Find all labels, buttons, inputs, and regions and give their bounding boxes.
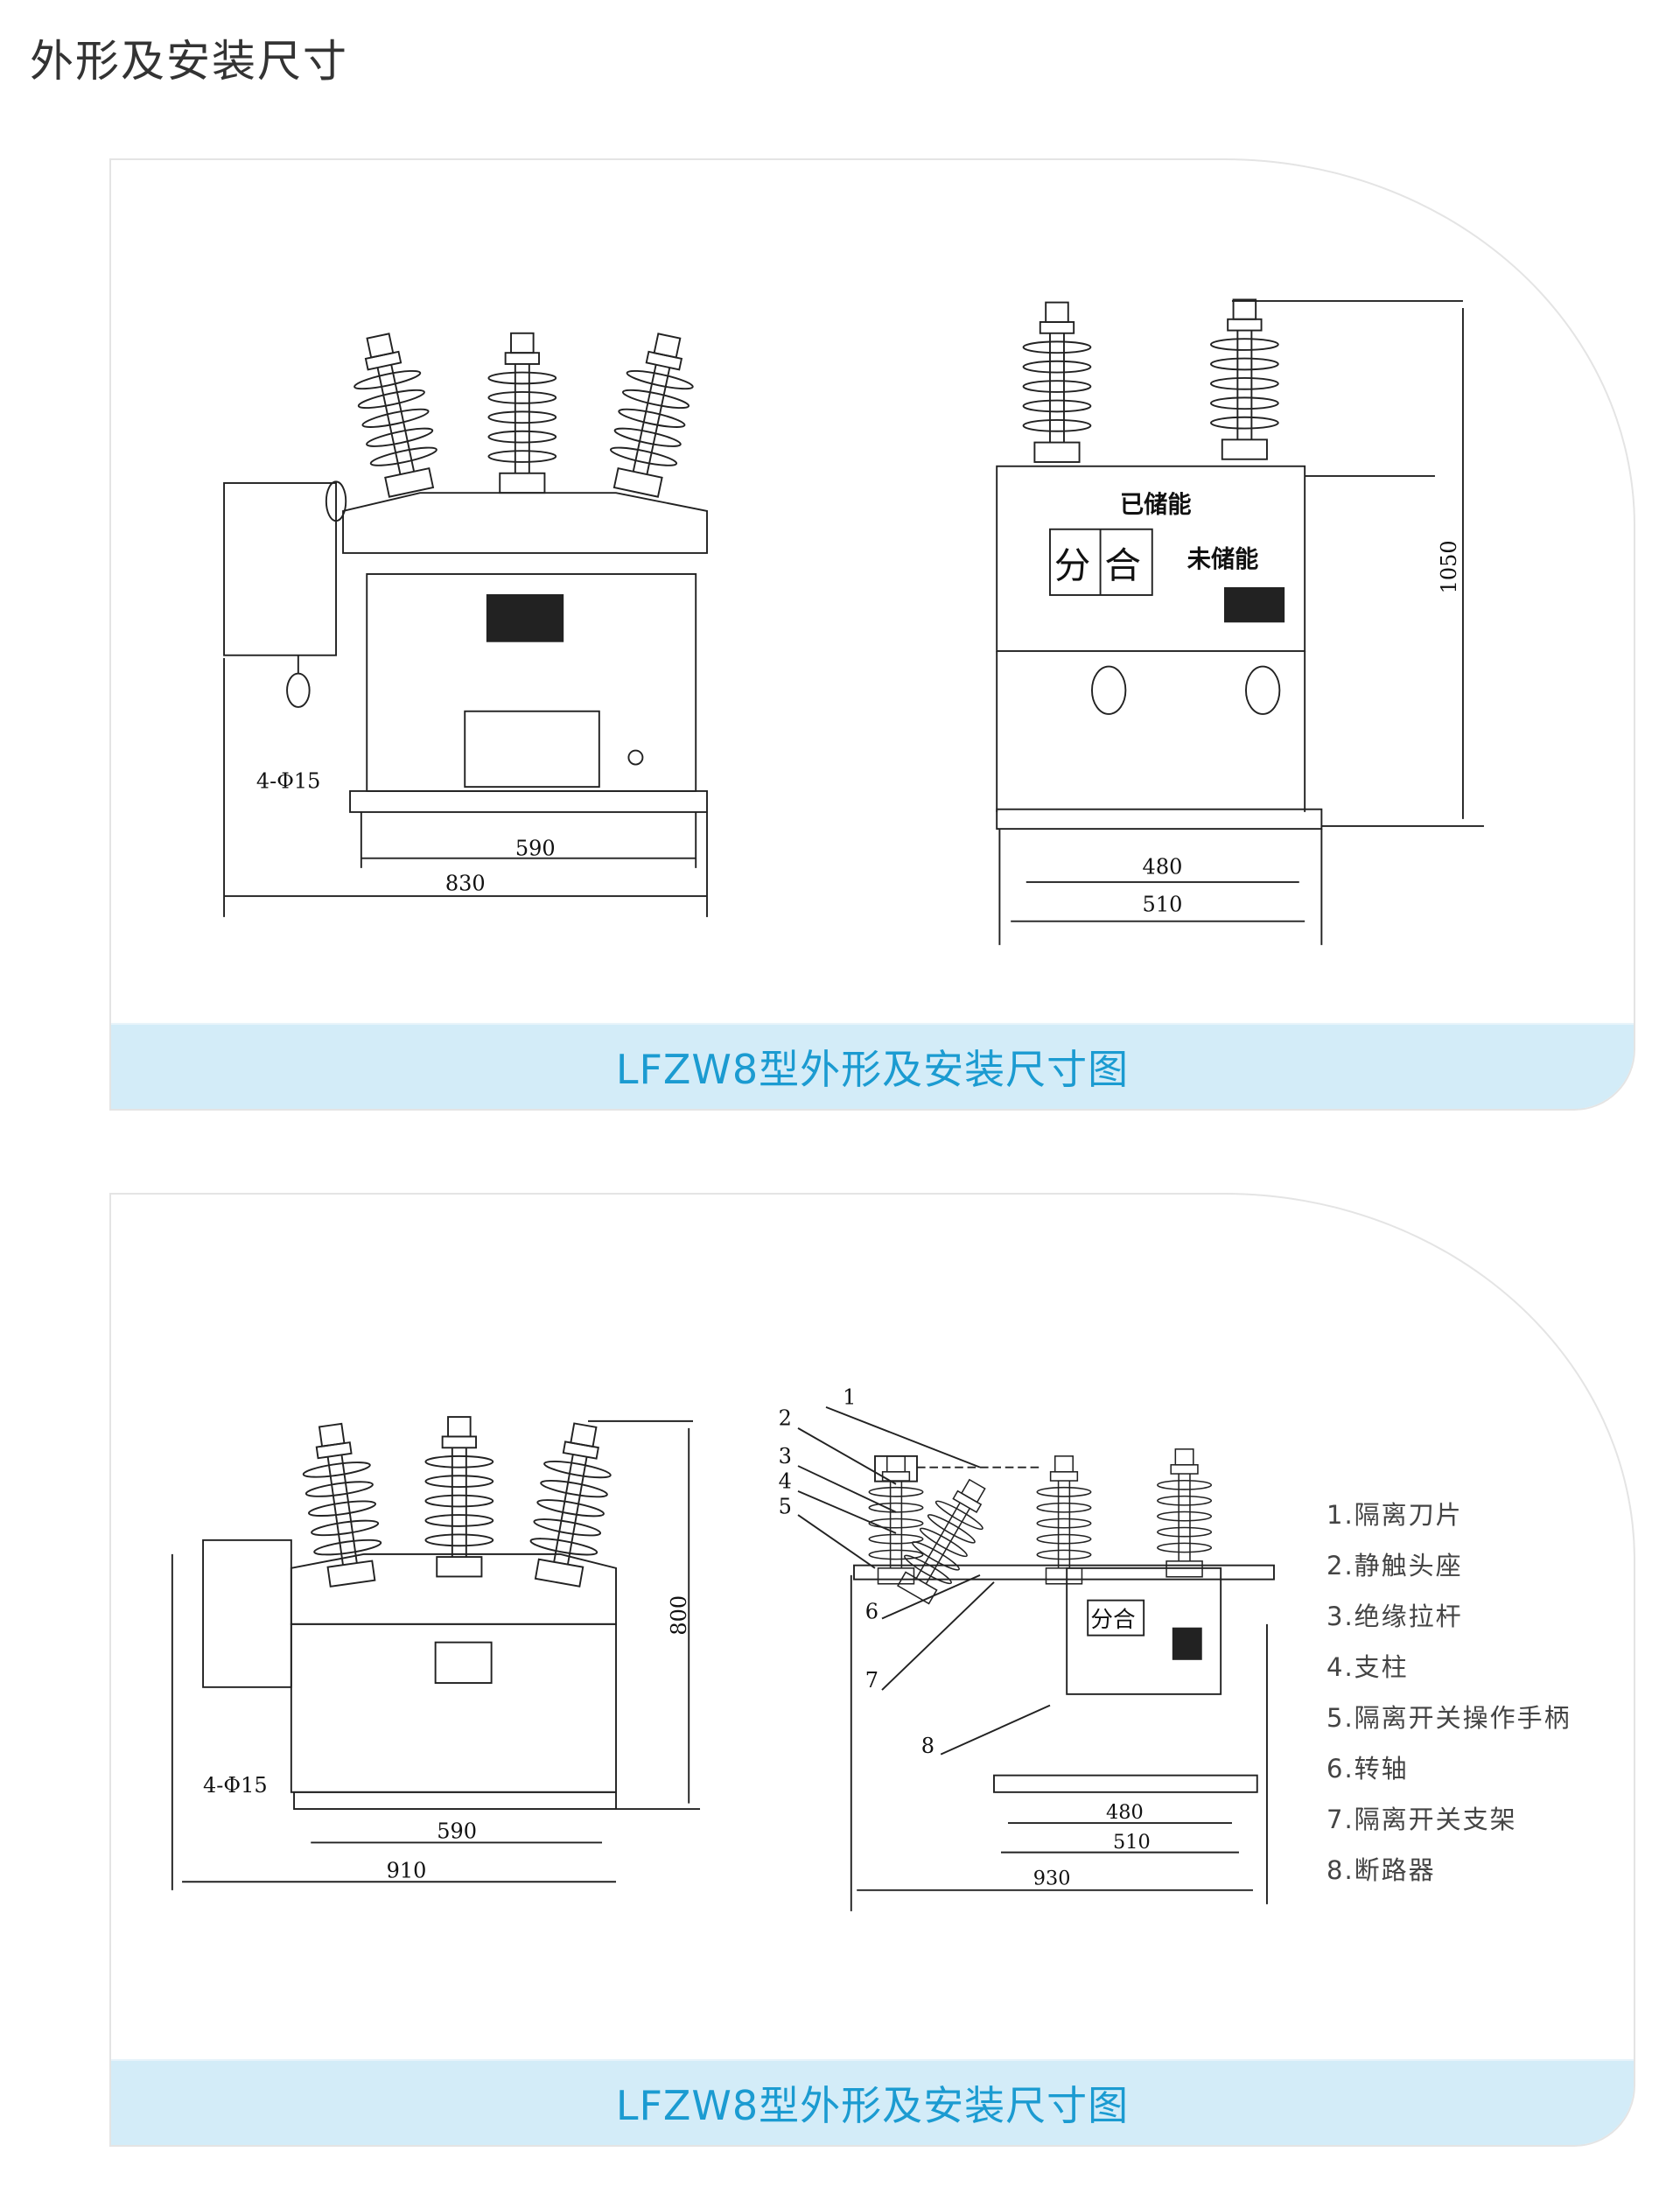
legend-item: 1.隔离刀片 (1326, 1500, 1463, 1530)
caption-band: LFZW8型外形及安装尺寸图 (111, 1023, 1634, 1109)
dim-label: 510 (1113, 1831, 1151, 1854)
dim-label: 510 (1143, 893, 1183, 917)
dim-label: 800 (667, 1595, 691, 1636)
open-indicator: 分 (1054, 544, 1091, 587)
hole-label: 4-Φ15 (256, 769, 321, 794)
legend-item: 4.支柱 (1326, 1652, 1409, 1682)
legend-item: 6.转轴 (1326, 1754, 1409, 1784)
dim-label: 910 (387, 1858, 427, 1882)
indicator-label: 分合 (1090, 1607, 1135, 1633)
close-indicator: 合 (1104, 544, 1141, 587)
figure-card-1: LFZW8型外形及安装尺寸图 (109, 158, 1635, 1111)
callout-4: 4 (779, 1469, 792, 1494)
hole-label: 4-Φ15 (203, 1773, 268, 1798)
uncharged-label: 未储能 (1187, 545, 1259, 573)
side-view-1: 已储能 未储能 分 合 1050 480 510 (996, 298, 1484, 945)
dim-label: 480 (1143, 854, 1183, 879)
callout-7: 7 (865, 1668, 878, 1693)
dim-label: 480 (1106, 1801, 1144, 1824)
callout-2: 2 (779, 1406, 792, 1431)
front-view-2: 4-Φ15 590 910 800 (171, 1416, 701, 1890)
figure-caption: LFZW8型外形及安装尺寸图 (615, 1046, 1130, 1093)
figure-card-2: LFZW8型外形及安装尺寸图 (109, 1193, 1635, 2147)
page-title: 外形及安装尺寸 (30, 36, 348, 87)
charged-label: 已储能 (1120, 491, 1192, 519)
dim-label: 590 (515, 837, 556, 861)
legend-item: 2.静触头座 (1326, 1551, 1463, 1581)
parts-legend: 1.隔离刀片 2.静触头座 3.绝缘拉杆 4.支柱 5.隔离开关操作手柄 6.转… (1326, 1495, 1572, 1901)
callout-3: 3 (779, 1444, 792, 1469)
legend-item: 7.隔离开关支架 (1326, 1805, 1517, 1834)
legend-item: 8.断路器 (1326, 1855, 1436, 1885)
caption-band: LFZW8型外形及安装尺寸图 (111, 2059, 1634, 2145)
callout-1: 1 (843, 1385, 856, 1410)
side-view-2: 1 2 3 4 5 6 7 8 分合 480 510 930 (779, 1385, 1275, 1911)
front-view-1: 4-Φ15 590 830 (223, 328, 708, 917)
callout-5: 5 (779, 1494, 792, 1518)
figure-caption: LFZW8型外形及安装尺寸图 (615, 2082, 1130, 2129)
legend-item: 5.隔离开关操作手柄 (1326, 1703, 1572, 1733)
dim-label: 1050 (1437, 540, 1461, 593)
dim-label: 930 (1033, 1867, 1071, 1889)
callout-8: 8 (921, 1734, 934, 1758)
dim-label: 830 (445, 872, 486, 896)
callout-6: 6 (865, 1599, 878, 1623)
dim-label: 590 (437, 1819, 477, 1844)
legend-item: 3.绝缘拉杆 (1326, 1602, 1463, 1631)
